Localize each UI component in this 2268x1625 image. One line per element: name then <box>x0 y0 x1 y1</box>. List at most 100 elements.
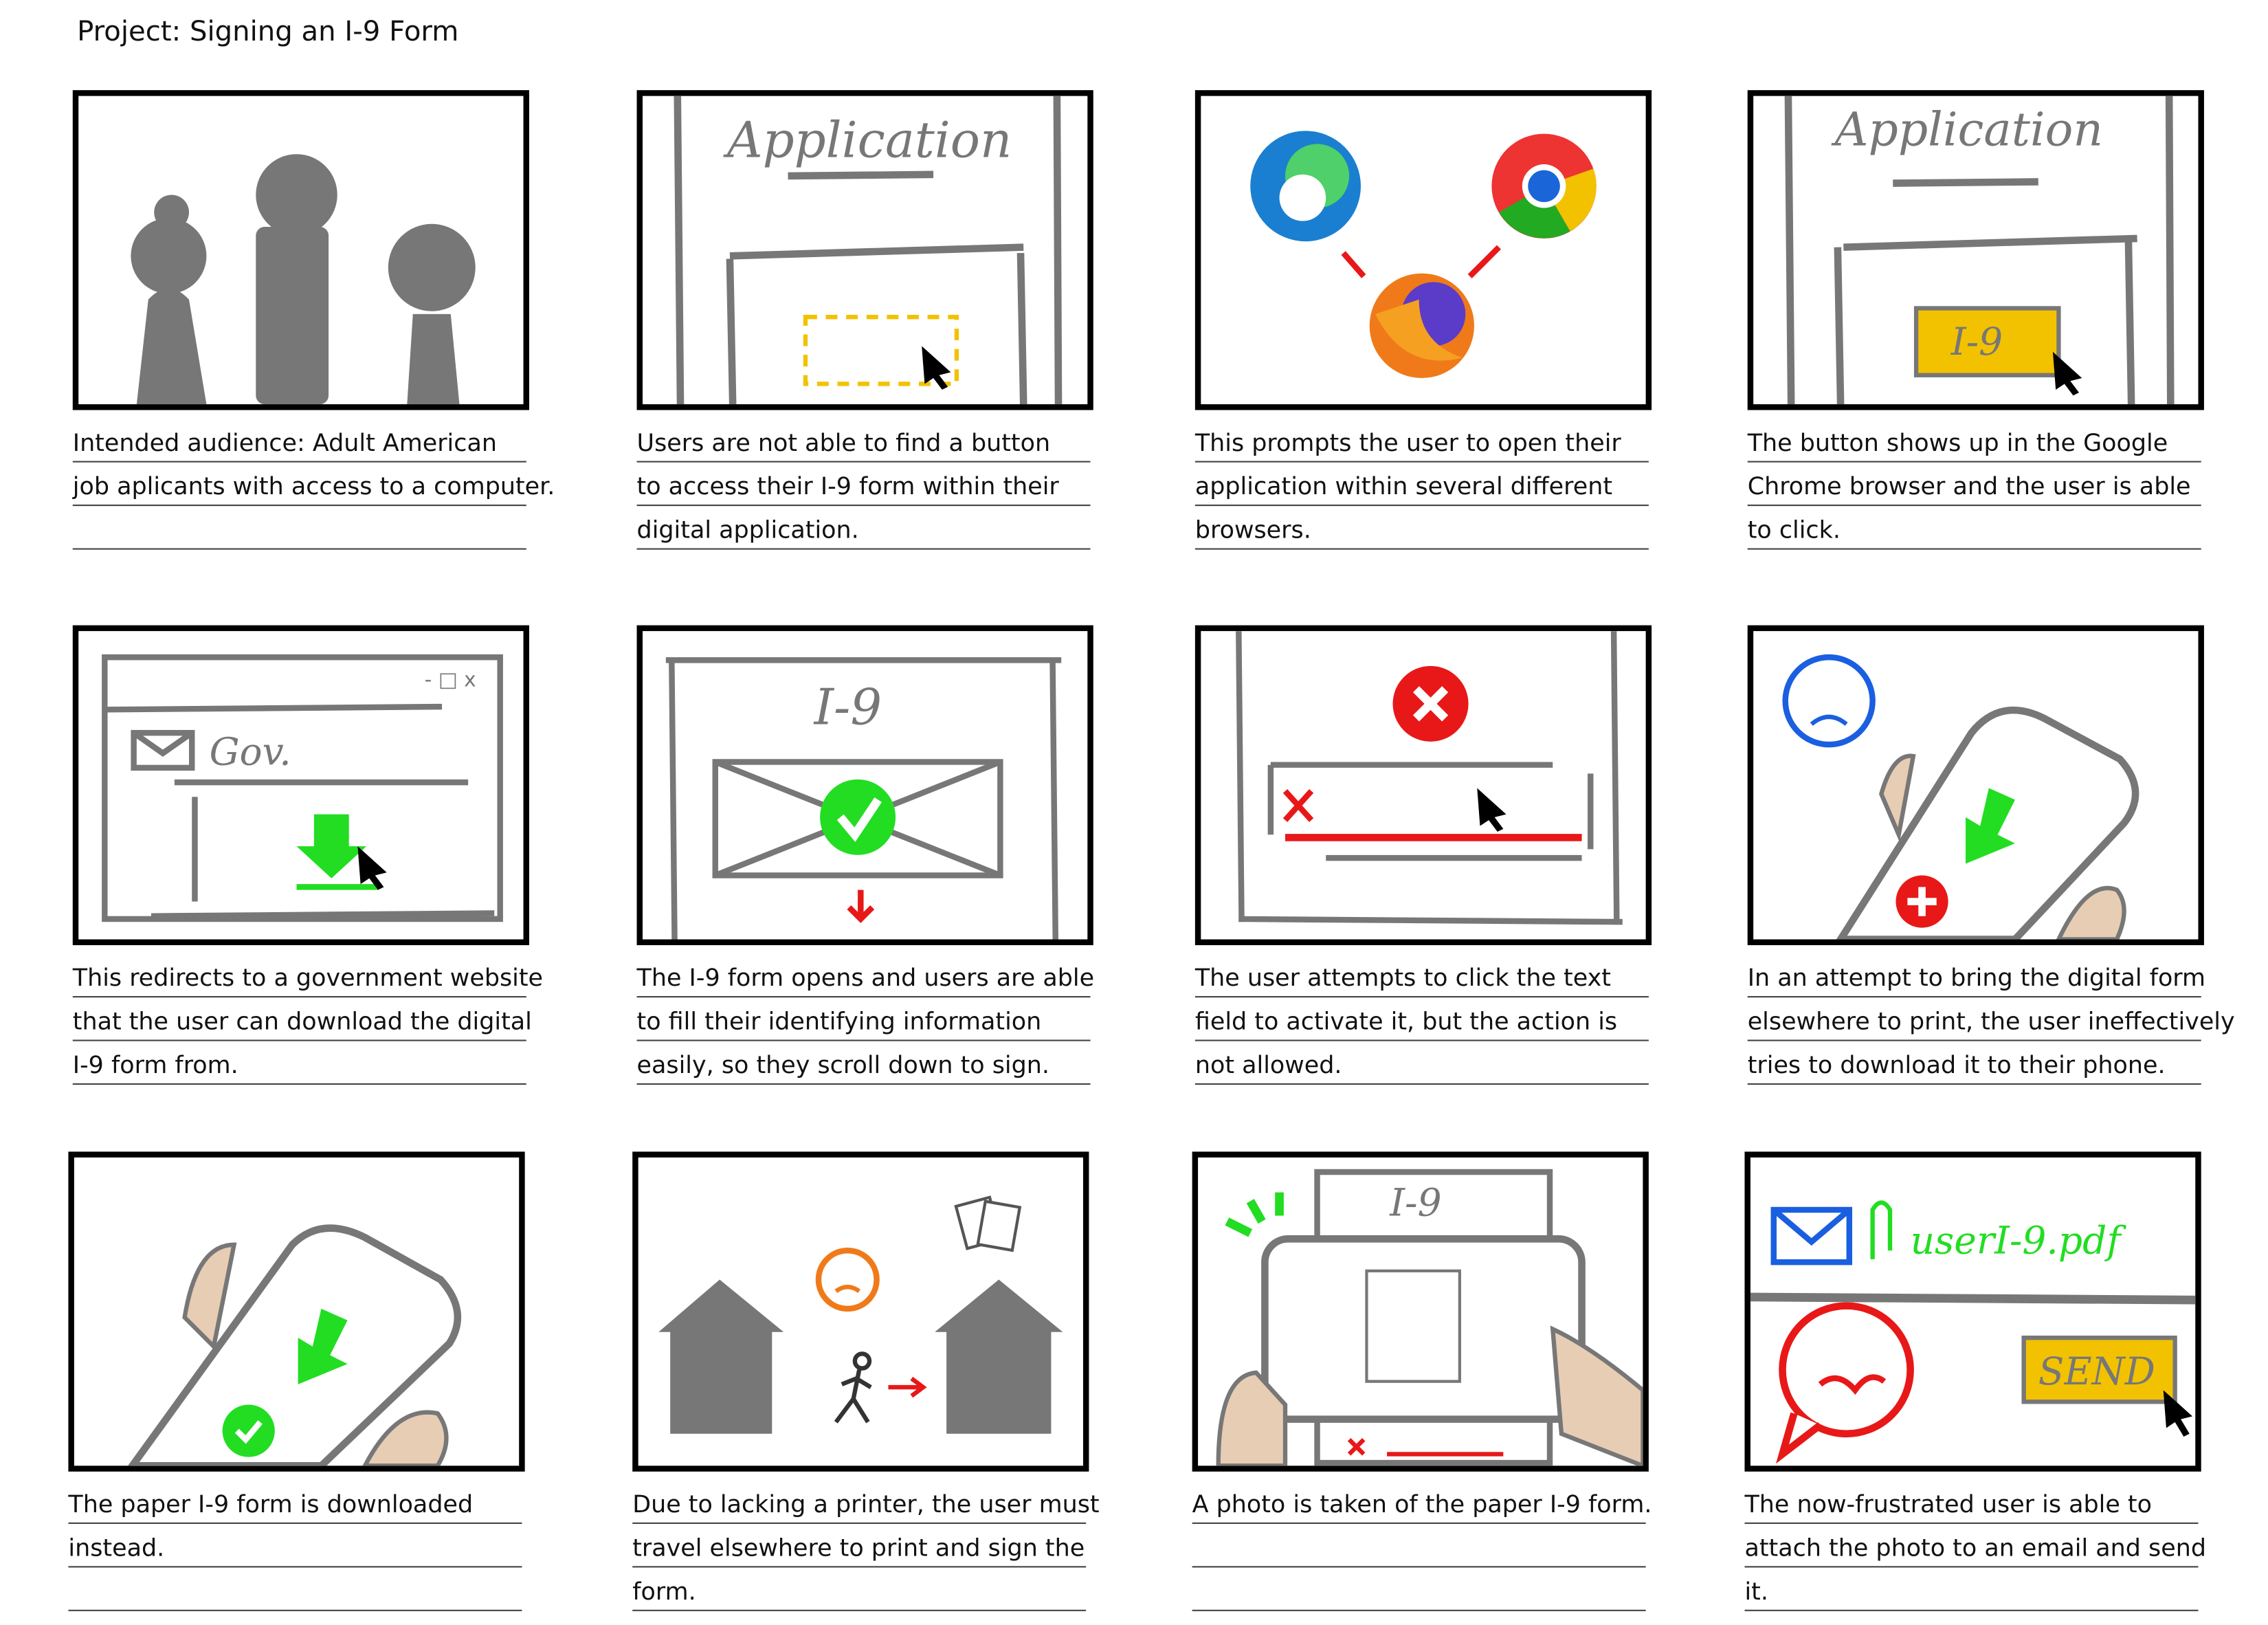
sketch-heading: Application <box>723 111 1012 168</box>
house-icon <box>658 1279 784 1434</box>
cursor-icon <box>357 846 387 890</box>
phone-download-fail <box>1782 654 2139 940</box>
angry-face-icon <box>815 1248 880 1312</box>
sketch-heading: I-9 <box>1389 1180 1441 1224</box>
caption: Users are not able to find a button to a… <box>636 419 1091 550</box>
phone <box>127 1224 462 1466</box>
caption-line <box>72 506 526 550</box>
panel-3: This prompts the user to open their appl… <box>1194 90 1652 550</box>
caption: This redirects to a government website t… <box>72 954 543 1085</box>
x-mark-icon <box>1282 788 1314 822</box>
caption-line: form. <box>632 1567 1087 1611</box>
caption: The paper I-9 form is downloaded instead… <box>68 1480 522 1611</box>
caption: The button shows up in the Google Chrome… <box>1747 419 2201 550</box>
caption-line: that the user can download the digital <box>72 997 532 1041</box>
firefox-icon <box>1369 273 1475 379</box>
caption: This prompts the user to open their appl… <box>1194 419 1649 550</box>
arrows <box>1341 245 1501 278</box>
caption-line: The I-9 form opens and users are able <box>636 954 1094 998</box>
caption-line: to click. <box>1747 506 2201 550</box>
edge-icon <box>1250 131 1361 242</box>
chrome-icon <box>1491 133 1597 239</box>
phone-download-success <box>127 1224 462 1466</box>
panel-1: Intended audience: Adult American job ap… <box>72 90 555 550</box>
caption-line: field to activate it, but the action is <box>1194 997 1649 1041</box>
caption-line: Users are not able to find a button <box>636 419 1091 463</box>
caption: Intended audience: Adult American job ap… <box>72 419 555 550</box>
panel-sketch: userI-9.pdf SEND <box>1744 1151 2201 1472</box>
i9-form-open: I-9 <box>665 657 1062 940</box>
caption-line <box>1192 1524 1646 1568</box>
panel-sketch <box>1747 625 2204 946</box>
panel-12: userI-9.pdf SEND The now-frustrated user… <box>1744 1151 2206 1611</box>
attachment-filename: userI-9.pdf <box>1911 1218 2127 1262</box>
paperclip-icon <box>1870 1200 1893 1259</box>
caption-line: application within several different <box>1194 463 1649 507</box>
email-icon <box>1770 1206 1853 1265</box>
sad-face-icon <box>1782 654 1876 748</box>
panel-sketch: I-9 <box>636 625 1093 946</box>
panel-sketch <box>1194 625 1652 946</box>
download-icon <box>296 814 367 878</box>
caption-line: The paper I-9 form is downloaded <box>68 1480 522 1524</box>
caption-line: I-9 form from. <box>72 1041 526 1085</box>
caption-line: The button shows up in the Google <box>1747 419 2201 463</box>
caption: The I-9 form opens and users are able to… <box>636 954 1094 1085</box>
caption-line: tries to download it to their phone. <box>1747 1041 2201 1085</box>
caption-line: The user attempts to click the text <box>1194 954 1649 998</box>
caption-line: This prompts the user to open their <box>1194 419 1649 463</box>
scroll-down-arrow <box>847 889 875 923</box>
caption-line: job aplicants with access to a computer. <box>72 463 555 507</box>
caption-line: In an attempt to bring the digital form <box>1747 954 2205 998</box>
caption-line: to fill their identifying information <box>636 997 1091 1041</box>
panel-sketch <box>1194 90 1652 410</box>
caption-line: to access their I-9 form within their <box>636 463 1091 507</box>
panel-sketch: I-9 <box>1192 1151 1649 1472</box>
panel-sketch <box>68 1151 525 1472</box>
caption-line <box>68 1567 522 1611</box>
cursor-icon <box>1477 788 1507 832</box>
travel-to-print <box>658 1195 1063 1434</box>
cursor-icon <box>2052 351 2082 396</box>
sketch-heading: Application <box>1831 102 2103 157</box>
caption: In an attempt to bring the digital form … <box>1747 954 2235 1085</box>
caption: A photo is taken of the paper I-9 form. <box>1192 1480 1652 1611</box>
checkmark-icon <box>222 1404 275 1457</box>
panel-11: I-9 A photo is taken of the paper I-9 fo… <box>1192 1151 1652 1611</box>
panel-sketch <box>632 1151 1089 1472</box>
document-icon <box>954 1195 1022 1252</box>
panel-5: - □ x Gov. This redirects to a governmen… <box>72 625 543 1085</box>
caption-line: attach the photo to an email and send <box>1744 1524 2206 1568</box>
panel-sketch <box>72 90 530 410</box>
caption-line <box>1192 1567 1646 1611</box>
application-missing-button: Application <box>674 96 1063 405</box>
panel-sketch: - □ x Gov. <box>72 625 530 946</box>
caption-line: travel elsewhere to print and sign the <box>632 1524 1087 1568</box>
caption-line: it. <box>1744 1567 2199 1611</box>
sketch-heading: Gov. <box>210 730 291 774</box>
caption-line: Due to lacking a printer, the user must <box>632 1480 1100 1524</box>
caption-line: This redirects to a government website <box>72 954 543 998</box>
chrome-i9-button: Application I-9 <box>1784 96 2175 405</box>
caption-line: The now-frustrated user is able to <box>1744 1480 2199 1524</box>
page-title: Project: Signing an I-9 Form <box>77 16 459 48</box>
cursor-icon <box>922 346 951 390</box>
browsers <box>1250 131 1597 379</box>
send-button-label: SEND <box>2038 1349 2155 1393</box>
caption-line: Chrome browser and the user is able <box>1747 463 2201 507</box>
panel-2: Application Users are not able to find a… <box>636 90 1093 550</box>
panel-8: In an attempt to bring the digital form … <box>1747 625 2235 1085</box>
caption-line: easily, so they scroll down to sign. <box>636 1041 1091 1085</box>
gov-website: - □ x Gov. <box>102 654 503 922</box>
email-send: userI-9.pdf SEND <box>1750 1200 2196 1464</box>
panel-7: The user attempts to click the text fiel… <box>1194 625 1652 1085</box>
send-button <box>2021 1335 2177 1404</box>
missing-button-outline <box>803 314 959 386</box>
panel-10: Due to lacking a printer, the user must … <box>632 1151 1100 1611</box>
audience-silhouettes <box>131 154 476 405</box>
caption-line: browsers. <box>1194 506 1649 550</box>
text-field-blocked <box>1236 631 1623 925</box>
caption: Due to lacking a printer, the user must … <box>632 1480 1100 1611</box>
caption-line: elsewhere to print, the user ineffective… <box>1747 997 2235 1041</box>
